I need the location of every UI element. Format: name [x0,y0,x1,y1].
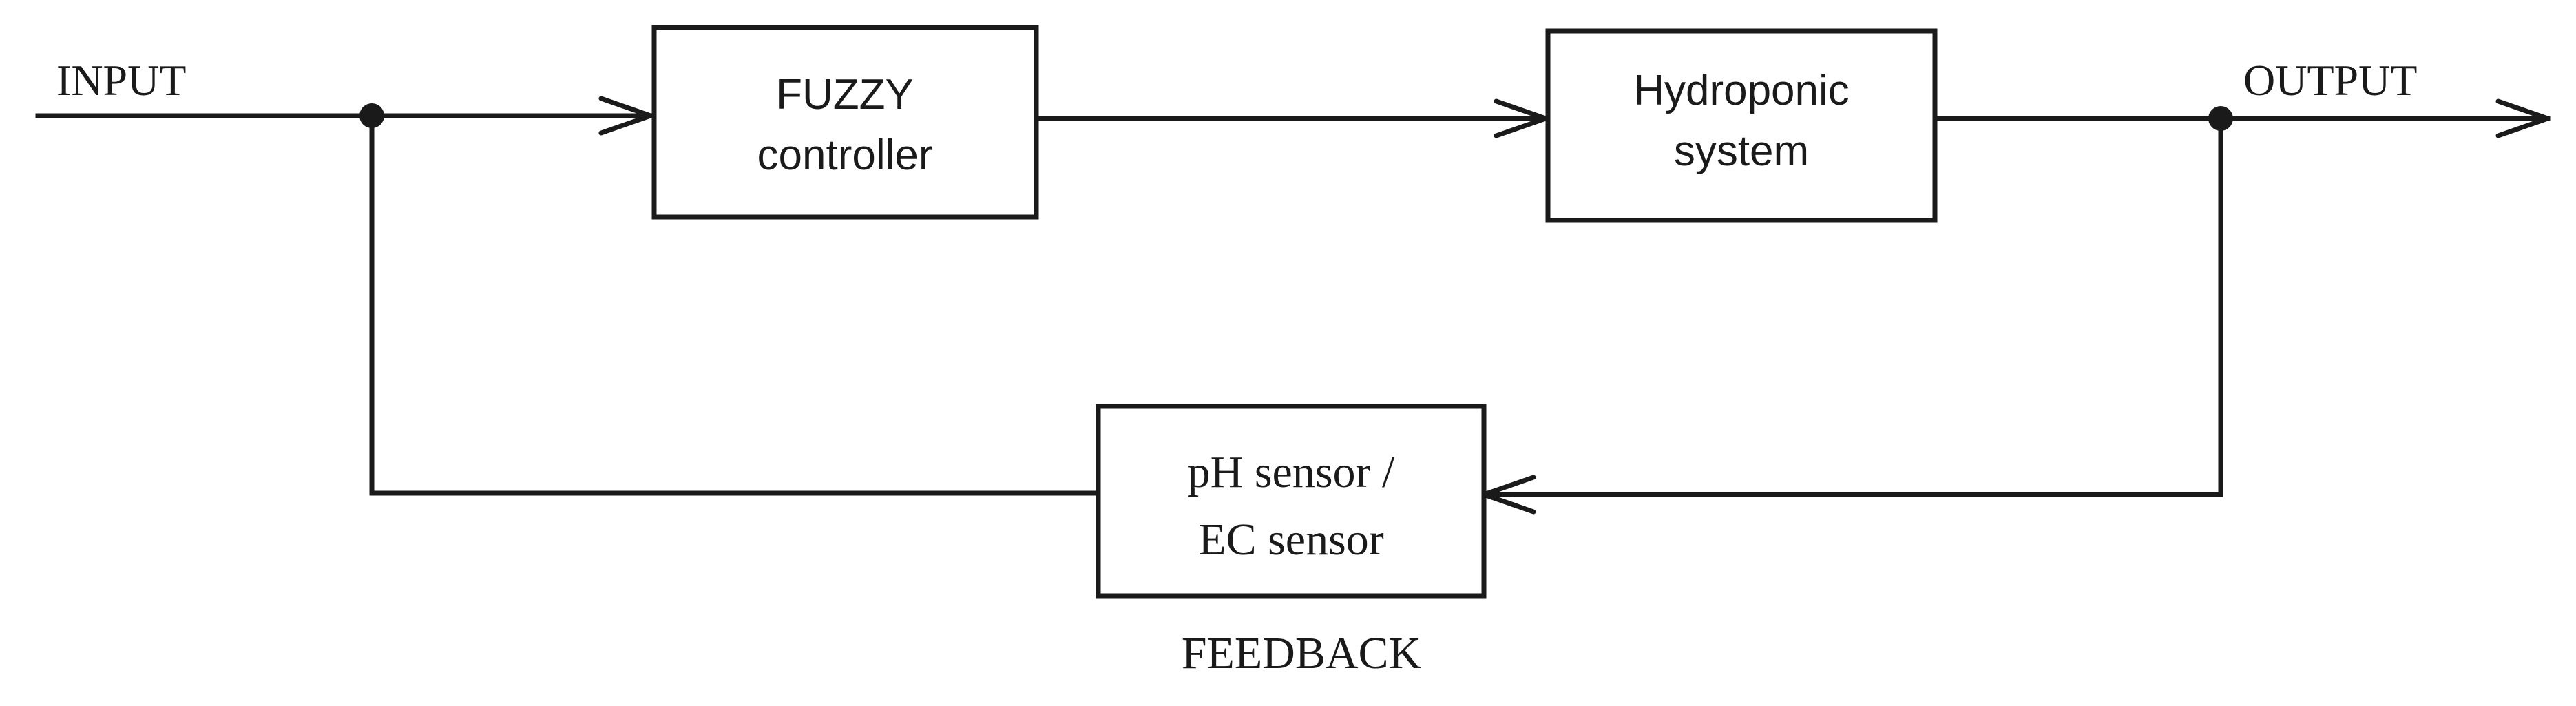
hydroponic-system-line2: system [1674,127,1809,175]
hydroponic-system-block: Hydroponic system [1545,28,1938,223]
fuzzy-controller-box [651,25,1039,220]
feedback-label: FEEDBACK [1182,628,1421,678]
fuzzy-controller-block: FUZZY controller [651,25,1039,220]
arrowhead-output [2495,98,2551,138]
sensor-line2: EC sensor [1198,515,1384,565]
output-junction-dot [2208,106,2233,131]
hydroponic-system-line1: Hydroponic [1633,67,1850,114]
sensor-line1: pH sensor / [1188,447,1395,497]
fuzzy-controller-line1: FUZZY [776,71,914,118]
arrowhead-to-fuzzy [598,96,653,136]
sensor-box [1096,404,1487,599]
output-label: OUTPUT [2243,56,2417,105]
input-junction-dot [359,103,384,128]
input-label: INPUT [56,56,186,105]
sensor-block: pH sensor / EC sensor [1096,404,1487,599]
fuzzy-controller-line2: controller [757,132,933,179]
hydroponic-system-box [1545,28,1938,223]
